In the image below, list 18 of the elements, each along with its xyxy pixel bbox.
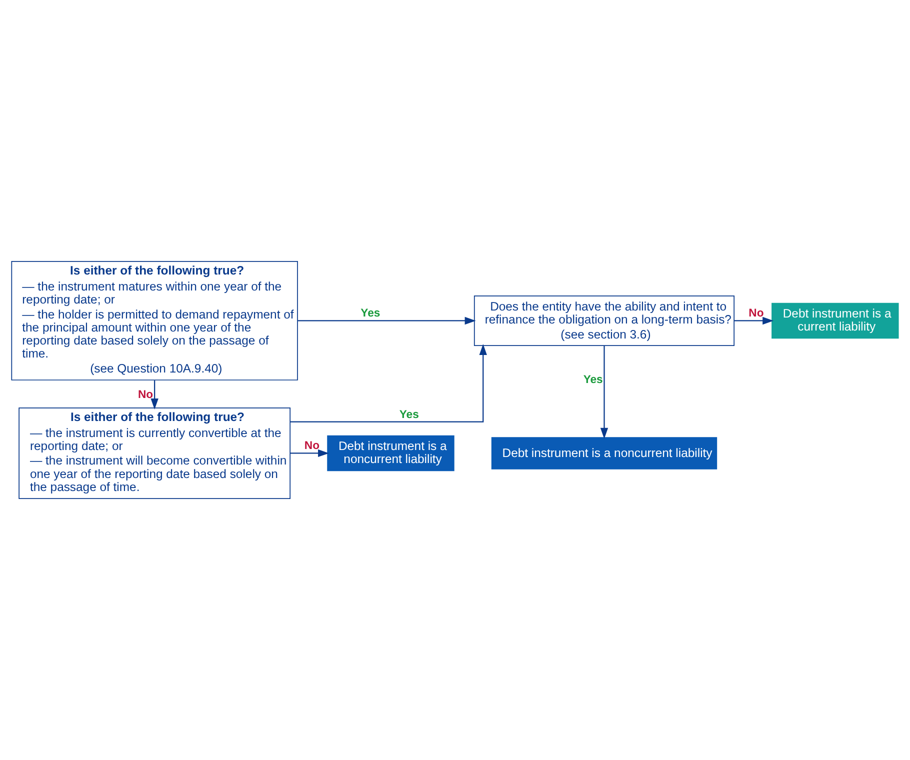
edge-label: No — [304, 440, 320, 452]
arrow — [600, 346, 608, 439]
node-box: Debt instrument is a noncurrent liability — [327, 435, 454, 472]
arrow — [290, 449, 330, 458]
edge-label: No — [748, 308, 764, 320]
edge-label: Yes — [583, 374, 603, 386]
arrow — [298, 316, 476, 325]
edge-label: Yes — [399, 408, 419, 421]
edge-label: No — [138, 388, 154, 401]
edge-label: Yes — [360, 308, 380, 320]
node-box: Debt instrument is a noncurrent liability — [491, 437, 718, 470]
node-box: Is either of the following true? — the instrument matures within one year of the reporting date; or — the holder is permitted to demand repayment of the principal amount within one year of the reporting date based solely on the passage of time. (see Question 10A.9.40) — [11, 261, 298, 380]
node-box: Is either of the following true? — the instrument is currently convertible at the reporting date; or — the instrument will become convertible within one year of the reporting date based solely on the passage of time. — [18, 407, 291, 499]
node-box: Debt instrument is a current liability — [772, 302, 899, 339]
arrow — [734, 316, 774, 325]
arrow — [290, 344, 487, 422]
node-box: Does the entity have the ability and intent to refinance the obligation on a long-term basis? (see section 3.6) — [474, 295, 734, 346]
arrow — [150, 380, 158, 410]
